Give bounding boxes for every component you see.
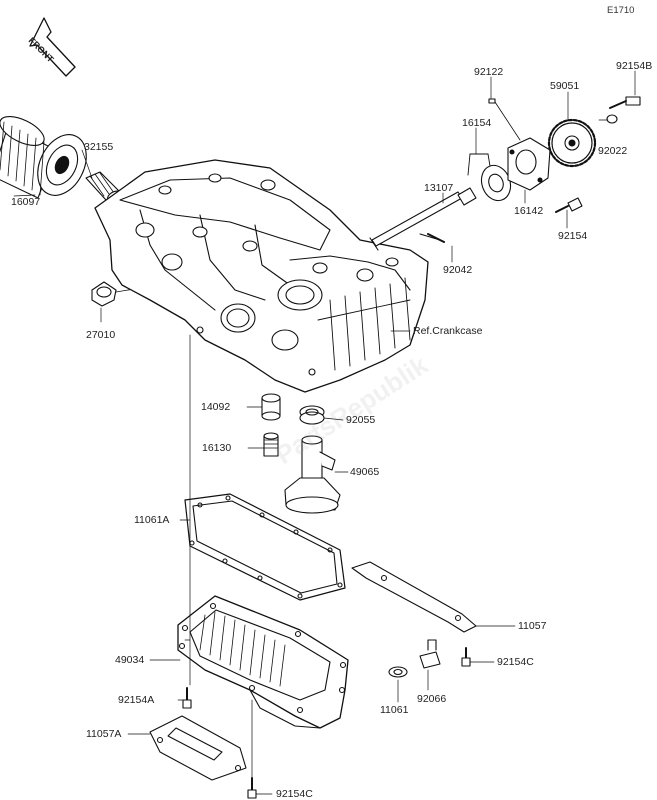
diagram-code: E1710 [607,5,635,16]
part-number-label[interactable]: 13107 [424,182,454,194]
bolt-drawing [182,687,192,709]
pump-shaft-drawing [369,191,463,251]
part-number-label[interactable]: 92055 [346,414,376,426]
bolt-drawing [555,197,583,213]
part-number-label[interactable]: 92022 [598,145,628,157]
bolt-drawing [461,647,471,667]
sprocket-drawing [547,118,597,168]
washer-drawing [606,114,618,124]
part-number-label[interactable]: 32155 [84,141,114,153]
part-number-label[interactable]: 16142 [514,205,544,217]
part-number-label[interactable]: 27010 [86,329,116,341]
bolt-drawing [609,96,641,109]
part-number-label[interactable]: 92154C [276,788,313,800]
drain-washer-drawing [388,666,408,678]
part-number-label[interactable]: 14092 [201,401,231,413]
part-number-label[interactable]: 11061A [134,514,170,526]
pin-drawing [427,233,445,243]
part-number-label[interactable]: 92154A [118,694,155,706]
part-number-label[interactable]: 92066 [417,693,447,705]
crankcase-drawing [94,159,429,393]
part-number-label[interactable]: 49065 [350,466,380,478]
ref-crankcase-label: Ref.Crankcase [413,325,483,337]
pump-cover-drawing [507,137,551,191]
part-number-label[interactable]: 16130 [202,442,232,454]
part-number-label[interactable]: 92042 [443,264,473,276]
part-number-label[interactable]: 16097 [11,196,41,208]
bracket-drawing [149,715,247,781]
part-number-label[interactable]: 92154C [497,656,534,668]
oil-pan-drawing [177,595,349,729]
part-number-label[interactable]: 92122 [474,66,504,78]
collar-drawing [261,393,281,421]
front-arrow-icon [29,17,78,77]
pump-rotor-drawing [457,153,512,206]
part-number-label[interactable]: 49034 [115,654,145,666]
part-number-label[interactable]: 11057A [86,728,122,740]
part-number-label[interactable]: 59051 [550,80,580,92]
part-number-label[interactable]: 11061 [380,704,409,716]
part-number-label[interactable]: 92154 [558,230,588,242]
oil-filter-drawing [0,116,87,199]
drain-bolt-drawing [419,639,441,669]
part-number-label[interactable]: 16154 [462,117,492,129]
bolt-drawing [247,777,257,799]
leader-lines [13,70,636,795]
part-number-label[interactable]: 92154B [616,60,653,72]
oil-strainer-drawing [284,435,341,514]
baffle-plate-drawing [351,561,477,633]
relief-valve-drawing [263,432,279,457]
part-number-label[interactable]: 11057 [518,620,547,632]
dowel-pin-drawing [488,98,496,104]
